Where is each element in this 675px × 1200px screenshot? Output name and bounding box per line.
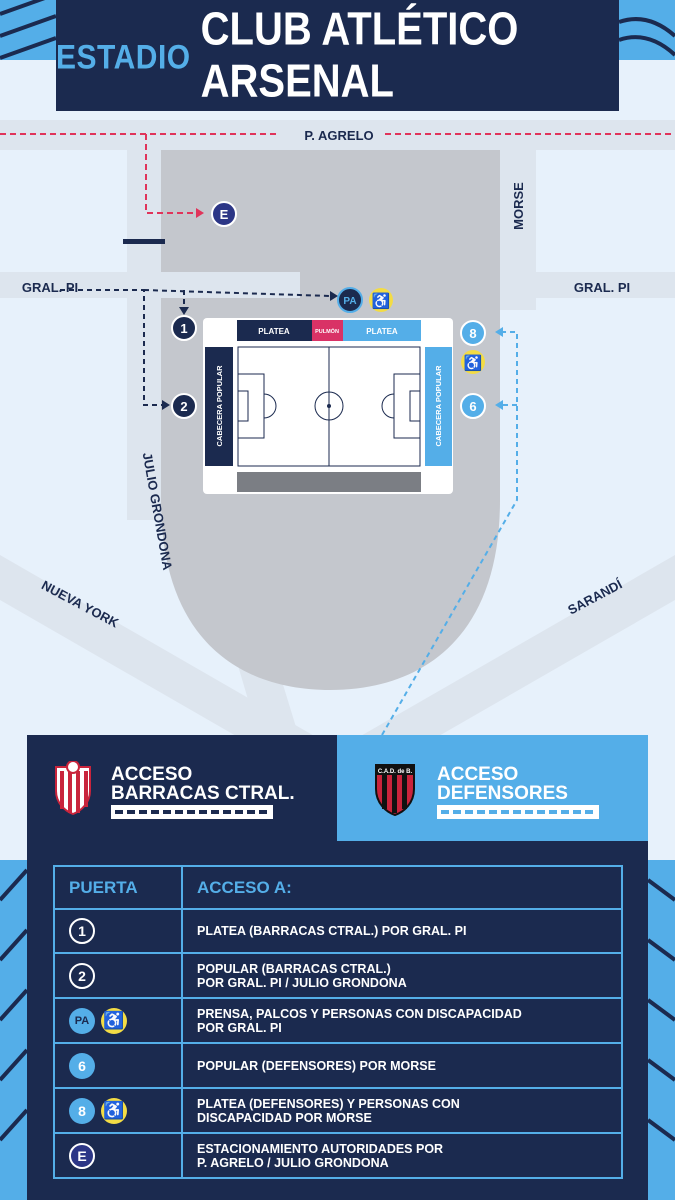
stand-cabecera-right: CABECERA POPULAR xyxy=(434,365,443,447)
header-access: ACCESO A: xyxy=(181,865,623,910)
wheelchair-icon: ♿ xyxy=(101,1097,127,1124)
access-panel-barracas: ACCESO BARRACAS CTRAL. xyxy=(27,735,337,841)
street-pi-left: GRAL. PI xyxy=(22,280,78,295)
map-gate-2: 2 xyxy=(180,399,187,414)
route-defensores xyxy=(381,331,518,736)
legend-row: 6 POPULAR (DEFENSORES) POR MORSE xyxy=(53,1042,623,1089)
defensores-label-1: ACCESO xyxy=(437,764,519,785)
row-pa-text-1: PRENSA, PALCOS Y PERSONAS CON DISCAPACID… xyxy=(197,1006,522,1021)
street-pi-right: GRAL. PI xyxy=(574,280,630,295)
decor-top-right xyxy=(618,0,675,60)
decor-bottom xyxy=(0,860,675,1200)
stand-pulmon: PULMÓN xyxy=(315,327,339,335)
map-gate-e: E xyxy=(220,207,229,222)
stand-platea-left: PLATEA xyxy=(258,327,290,336)
map-gate-pa: PA xyxy=(343,296,356,307)
row-8-text-2: DISCAPACIDAD POR MORSE xyxy=(197,1110,372,1125)
gate-2-icon: 2 xyxy=(69,962,95,989)
route-parking xyxy=(0,133,675,214)
gate-6-icon: 6 xyxy=(69,1052,95,1079)
legend-row: PA♿ PRENSA, PALCOS Y PERSONAS CON DISCAP… xyxy=(53,997,623,1044)
decor-top-left xyxy=(0,0,57,60)
title-prefix: ESTADIO xyxy=(56,37,191,76)
stadium xyxy=(203,318,453,494)
legend-header: PUERTA ACCESO A: xyxy=(53,865,623,910)
gate-pa-icon: PA xyxy=(69,1007,95,1034)
gate-1-icon: 1 xyxy=(69,918,95,944)
stand-cabecera-left: CABECERA POPULAR xyxy=(215,365,224,447)
defensores-crest-text: C.A.D. de B. xyxy=(378,769,413,775)
map-wheelchair-icon: ♿ xyxy=(372,292,391,310)
row-e-text-1: ESTACIONAMIENTO AUTORIDADES POR xyxy=(197,1141,444,1156)
row-2-text-2: POR GRAL. PI / JULIO GRONDONA xyxy=(197,975,407,990)
barracas-label-2: BARRACAS CTRAL. xyxy=(111,783,295,804)
map-gate-1: 1 xyxy=(180,321,187,336)
map-gate-6: 6 xyxy=(469,399,476,414)
row-6-text: POPULAR (DEFENSORES) POR MORSE xyxy=(197,1058,436,1073)
row-1-text: PLATEA (BARRACAS CTRAL.) POR GRAL. PI xyxy=(197,924,467,938)
street-morse: MORSE xyxy=(511,182,526,230)
access-panel-defensores: C.A.D. de B. ACCESO DEFENSORES xyxy=(337,735,648,841)
row-8-text-1: PLATEA (DEFENSORES) Y PERSONAS CON xyxy=(197,1096,460,1111)
row-pa-text-2: POR GRAL. PI xyxy=(197,1020,282,1035)
wheelchair-icon: ♿ xyxy=(101,1007,127,1034)
title-main: CLUB ATLÉTICO ARSENAL xyxy=(200,3,519,107)
defensores-label-2: DEFENSORES xyxy=(437,783,568,804)
gate-e-icon: E xyxy=(69,1142,95,1169)
map-wheelchair-icon-2: ♿ xyxy=(464,354,483,372)
row-2-text-1: POPULAR (BARRACAS CTRAL.) xyxy=(197,961,391,976)
barracas-label-1: ACCESO xyxy=(111,764,193,785)
header-gate: PUERTA xyxy=(53,865,183,910)
stand-platea-right: PLATEA xyxy=(366,327,398,336)
barracas-route-swatch xyxy=(111,805,273,819)
page-title: ESTADIO CLUB ATLÉTICO ARSENAL xyxy=(56,0,619,111)
defensores-route-swatch xyxy=(437,805,599,819)
gate-legend: PUERTA ACCESO A: 1 PLATEA (BARRACAS CTRA… xyxy=(27,841,648,1200)
legend-row: 1 PLATEA (BARRACAS CTRAL.) POR GRAL. PI xyxy=(53,908,623,954)
route-barracas xyxy=(60,289,331,406)
gate-8-icon: 8 xyxy=(69,1097,95,1124)
defensores-crest-icon: C.A.D. de B. xyxy=(375,764,415,817)
street-agrelo: P. AGRELO xyxy=(304,128,373,143)
barracas-crest-icon xyxy=(55,761,91,815)
legend-row: 2 POPULAR (BARRACAS CTRAL.)POR GRAL. PI … xyxy=(53,952,623,999)
gate-legend-table: PUERTA ACCESO A: 1 PLATEA (BARRACAS CTRA… xyxy=(53,865,623,1179)
row-e-text-2: P. AGRELO / JULIO GRONDONA xyxy=(197,1155,389,1170)
map-gate-8: 8 xyxy=(469,326,476,341)
